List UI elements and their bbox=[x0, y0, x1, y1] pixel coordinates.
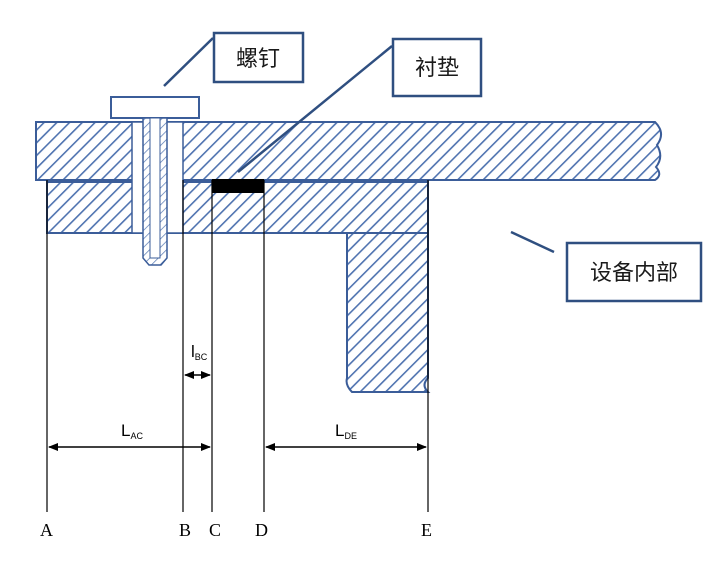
leader-equipment-inside bbox=[510, 230, 555, 254]
callout-gasket: 衬垫 bbox=[415, 56, 459, 81]
callout-equipment-inside: 设备内部 bbox=[590, 261, 678, 286]
screw-head bbox=[110, 96, 200, 119]
callout-box-equipment-inside bbox=[565, 241, 703, 303]
dim-label-de: LDE bbox=[335, 421, 357, 441]
point-label-b: B bbox=[179, 520, 191, 540]
screw-shank-core bbox=[149, 117, 161, 259]
vertical-support bbox=[345, 232, 431, 393]
point-label-e: E bbox=[421, 520, 432, 540]
leader-gasket bbox=[237, 45, 393, 173]
callout-box-screw bbox=[212, 31, 305, 84]
leader-screw bbox=[163, 37, 214, 87]
point-label-c: C bbox=[209, 520, 221, 540]
dim-label-ac: LAC bbox=[121, 421, 143, 441]
point-label-d: D bbox=[255, 520, 268, 540]
callout-box-gasket bbox=[391, 37, 483, 98]
callout-screw: 螺钉 bbox=[236, 47, 280, 72]
point-label-a: A bbox=[40, 520, 53, 540]
gasket bbox=[212, 179, 264, 193]
dim-label-bc: lBC bbox=[191, 342, 208, 362]
top-plate bbox=[35, 121, 662, 181]
